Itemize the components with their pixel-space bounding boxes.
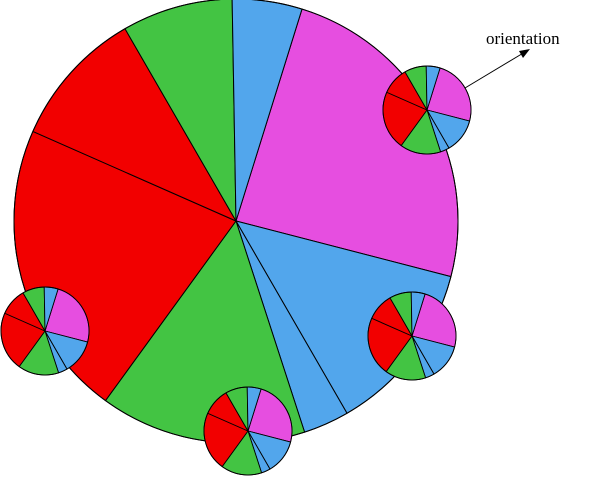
small-wheel-left: [0, 286, 90, 376]
small-wheel-top-right: [382, 65, 472, 155]
large-wheel: [13, 0, 459, 444]
small-wheel-right: [367, 291, 457, 381]
small-wheel-bottom-rim: [203, 386, 293, 476]
small-wheel-bottom: [203, 386, 293, 476]
small-wheel-right-rim: [367, 291, 457, 381]
orientation-annotation: orientation: [464, 29, 560, 89]
small-wheels: [0, 65, 472, 476]
orientation-arrowhead: [519, 49, 530, 58]
orientation-arrow-line: [464, 51, 526, 89]
orientation-label: orientation: [486, 29, 560, 48]
small-wheel-left-rim: [0, 286, 90, 376]
small-wheel-top-right-rim: [382, 65, 472, 155]
large-wheel: [13, 0, 459, 444]
